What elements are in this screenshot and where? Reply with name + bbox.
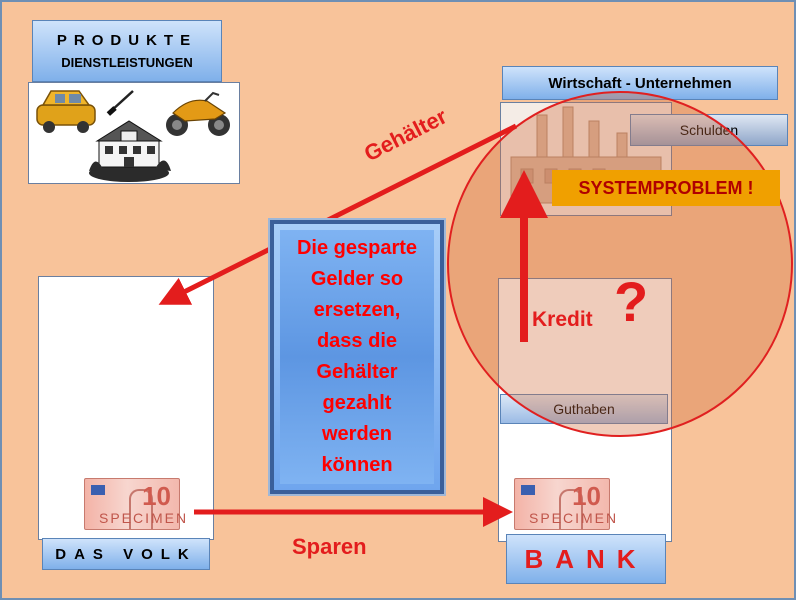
question-mark: ? [614, 270, 649, 333]
schulden-label: Schulden [630, 114, 788, 146]
gehaelter-label: Gehälter [360, 103, 451, 167]
bill-arch [559, 489, 583, 529]
products-illustration [36, 90, 230, 182]
sparen-label: Sparen [292, 534, 367, 559]
dienstleistungen-title: DIENSTLEISTUNGEN [61, 55, 193, 70]
volk-title: DAS VOLK [55, 545, 197, 563]
produkte-title: PRODUKTE [56, 32, 198, 49]
volk-label: DAS VOLK [42, 538, 210, 570]
bill-value: 10 [142, 481, 171, 511]
motorcycle-icon [166, 91, 230, 136]
guthaben-label: Guthaben [500, 394, 668, 424]
eu-flag-icon [521, 485, 535, 495]
explanation-box: Die gesparte Gelder so ersetzen, dass di… [268, 218, 446, 496]
systemproblem-label: SYSTEMPROBLEM ! [552, 170, 780, 206]
wirtschaft-title: Wirtschaft - Unternehmen [548, 74, 732, 92]
explanation-inner [280, 230, 434, 484]
explanation-text: Die gesparte Gelder so ersetzen, dass di… [296, 237, 418, 476]
schulden-title: Schulden [679, 122, 739, 138]
products-image-box [28, 82, 240, 184]
bill-specimen: SPECIMEN [99, 510, 189, 526]
euro-bill-volk: 10 SPECIMEN [84, 478, 186, 530]
euro-bill-bank: 10 SPECIMEN [514, 478, 616, 530]
bank-label: BANK [506, 534, 666, 584]
screwdriver-icon [106, 90, 134, 116]
bill-value: 10 [572, 481, 601, 511]
house-icon [89, 120, 171, 182]
produkte-label: PRODUKTE DIENSTLEISTUNGEN [32, 20, 222, 82]
guthaben-title: Guthaben [553, 401, 615, 417]
kredit-label: Kredit [532, 308, 593, 331]
bill-arch [129, 489, 153, 529]
bill-specimen: SPECIMEN [529, 510, 619, 526]
systemproblem-title: SYSTEMPROBLEM ! [578, 177, 754, 198]
car-icon [36, 90, 96, 133]
bank-title: BANK [524, 543, 648, 574]
eu-flag-icon [91, 485, 105, 495]
wirtschaft-label: Wirtschaft - Unternehmen [502, 66, 778, 100]
